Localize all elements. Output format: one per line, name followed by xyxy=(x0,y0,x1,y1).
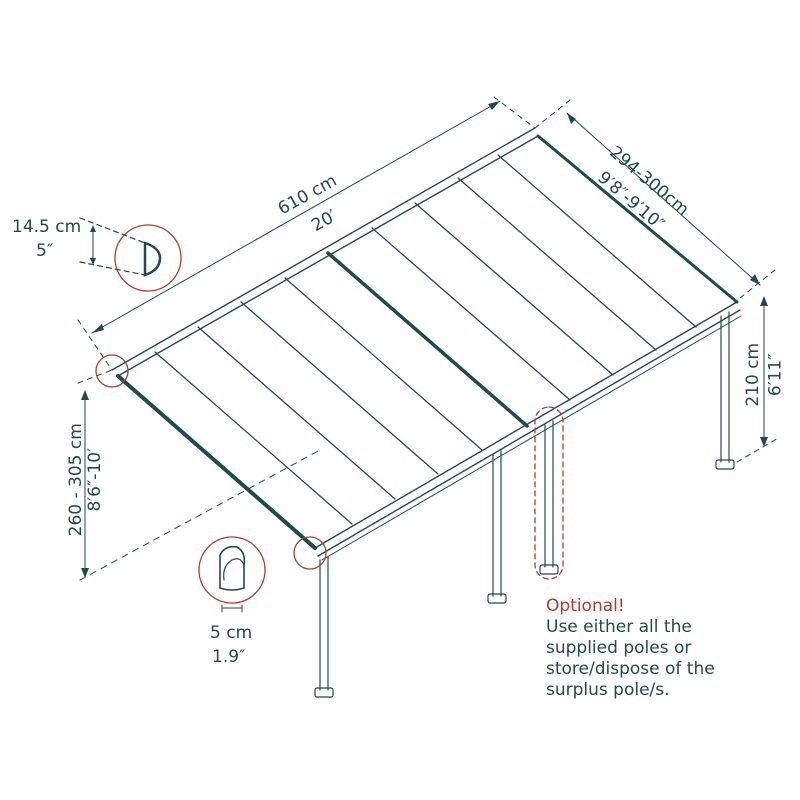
post-width-imperial-label: 1.9″ xyxy=(212,647,246,667)
post-optional xyxy=(539,420,559,575)
note-line: supplied poles or xyxy=(546,638,692,658)
post-profile-callout xyxy=(198,536,266,613)
post-height-imperial-label: 6′11″ xyxy=(765,353,786,397)
optional-pole-highlight xyxy=(534,406,564,580)
length-dimension-line xyxy=(77,96,536,371)
roof-frame xyxy=(111,127,742,561)
post-height-metric-label: 210 cm xyxy=(743,342,764,407)
depth-dimension-line xyxy=(534,99,776,299)
gutter-imperial-label: 5″ xyxy=(36,241,54,261)
corner-highlight-front-left xyxy=(293,536,327,570)
corner-highlight-back-left xyxy=(95,354,129,388)
note-line: surplus pole/s. xyxy=(546,680,670,700)
note-line: Use either all the xyxy=(546,617,692,637)
post-height-dimension-line xyxy=(736,296,781,463)
post-width-metric-label: 5 cm xyxy=(210,623,253,643)
note-title: Optional! xyxy=(546,596,625,616)
wall-height-metric-label: 260 - 305 cm xyxy=(65,423,86,537)
note-line: store/dispose of the xyxy=(546,659,715,679)
gutter-metric-label: 14.5 cm xyxy=(12,217,82,237)
wall-height-dimension-line xyxy=(77,369,321,581)
post-front-right xyxy=(715,311,735,470)
post-middle xyxy=(487,450,507,604)
optional-note: Optional! Use either all the supplied po… xyxy=(546,596,715,701)
post-front-left xyxy=(314,556,334,698)
roof-panel-lines xyxy=(154,154,697,525)
gutter-profile-callout xyxy=(79,217,182,292)
wall-height-imperial-label: 8′6″-10′ xyxy=(84,448,105,512)
posts xyxy=(314,311,735,698)
